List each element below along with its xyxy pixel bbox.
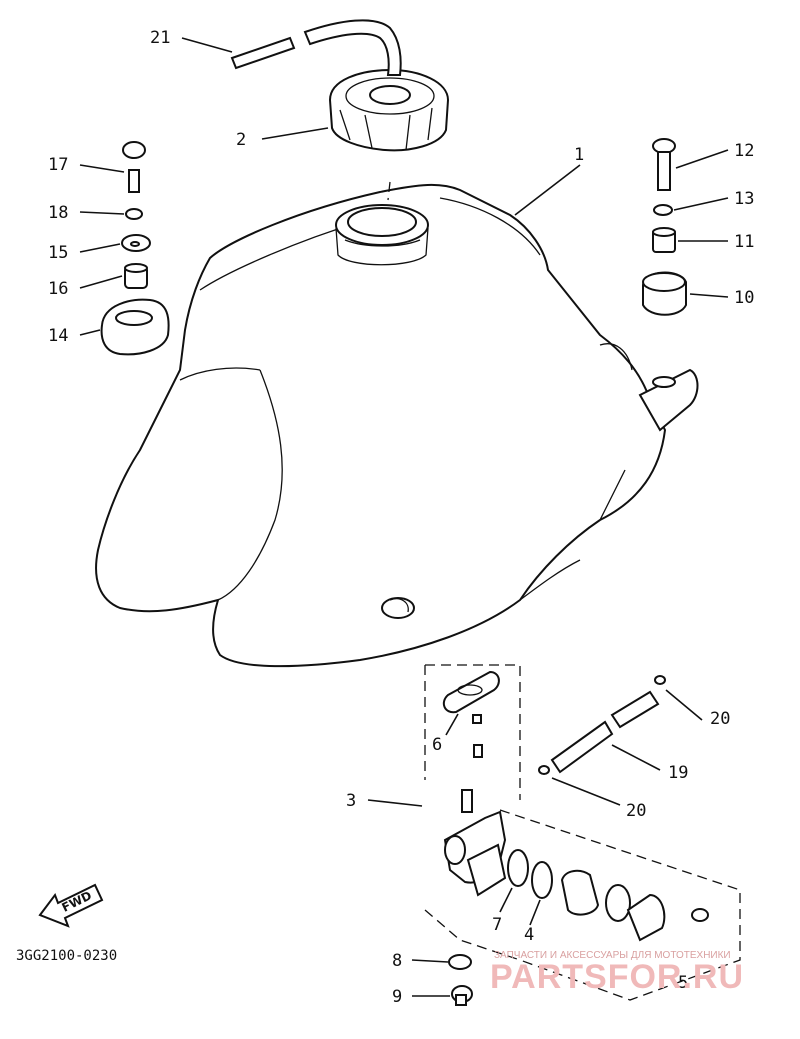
- left-mount-hardware: [100, 141, 170, 356]
- leader-lines: [79, 37, 729, 997]
- label-20-lower: 20: [626, 801, 646, 821]
- label-20-upper: 20: [710, 709, 730, 729]
- fuel-cock-assembly: [424, 664, 741, 1006]
- label-9: 9: [392, 987, 402, 1007]
- vent-hose: [230, 19, 402, 76]
- label-19: 19: [668, 763, 688, 783]
- label-3: 3: [346, 791, 356, 811]
- part-number-labels: 21 2 1 17 18 15 16 14 12 13 11 10 3 6 7 …: [48, 28, 754, 1007]
- watermark-brand: PARTSFOR.RU: [490, 958, 744, 996]
- watermark-tagline: ЗАПЧАСТИ И АКСЕССУАРЫ ДЛЯ МОТОТЕХНИКИ: [494, 950, 731, 961]
- diagram-code: 3GG2100-0230: [16, 948, 117, 964]
- label-2: 2: [236, 130, 246, 150]
- fwd-arrow-indicator: FWD: [38, 883, 104, 928]
- label-14: 14: [48, 326, 68, 346]
- label-11: 11: [734, 232, 754, 252]
- label-18: 18: [48, 203, 68, 223]
- fuel-cap: [328, 68, 450, 152]
- label-12: 12: [734, 141, 754, 161]
- label-4: 4: [524, 925, 534, 945]
- label-17: 17: [48, 155, 68, 175]
- watermark: ЗАПЧАСТИ И АКСЕССУАРЫ ДЛЯ МОТОТЕХНИКИ PA…: [490, 950, 744, 996]
- label-8: 8: [392, 951, 402, 971]
- label-10: 10: [734, 288, 754, 308]
- label-15: 15: [48, 243, 68, 263]
- label-21: 21: [150, 28, 170, 48]
- label-7: 7: [492, 915, 502, 935]
- label-5: 5: [678, 973, 688, 993]
- label-16: 16: [48, 279, 68, 299]
- right-mount-hardware: [642, 138, 687, 316]
- label-1: 1: [574, 145, 584, 165]
- label-13: 13: [734, 189, 754, 209]
- label-6: 6: [432, 735, 442, 755]
- fuel-tank: [95, 181, 699, 668]
